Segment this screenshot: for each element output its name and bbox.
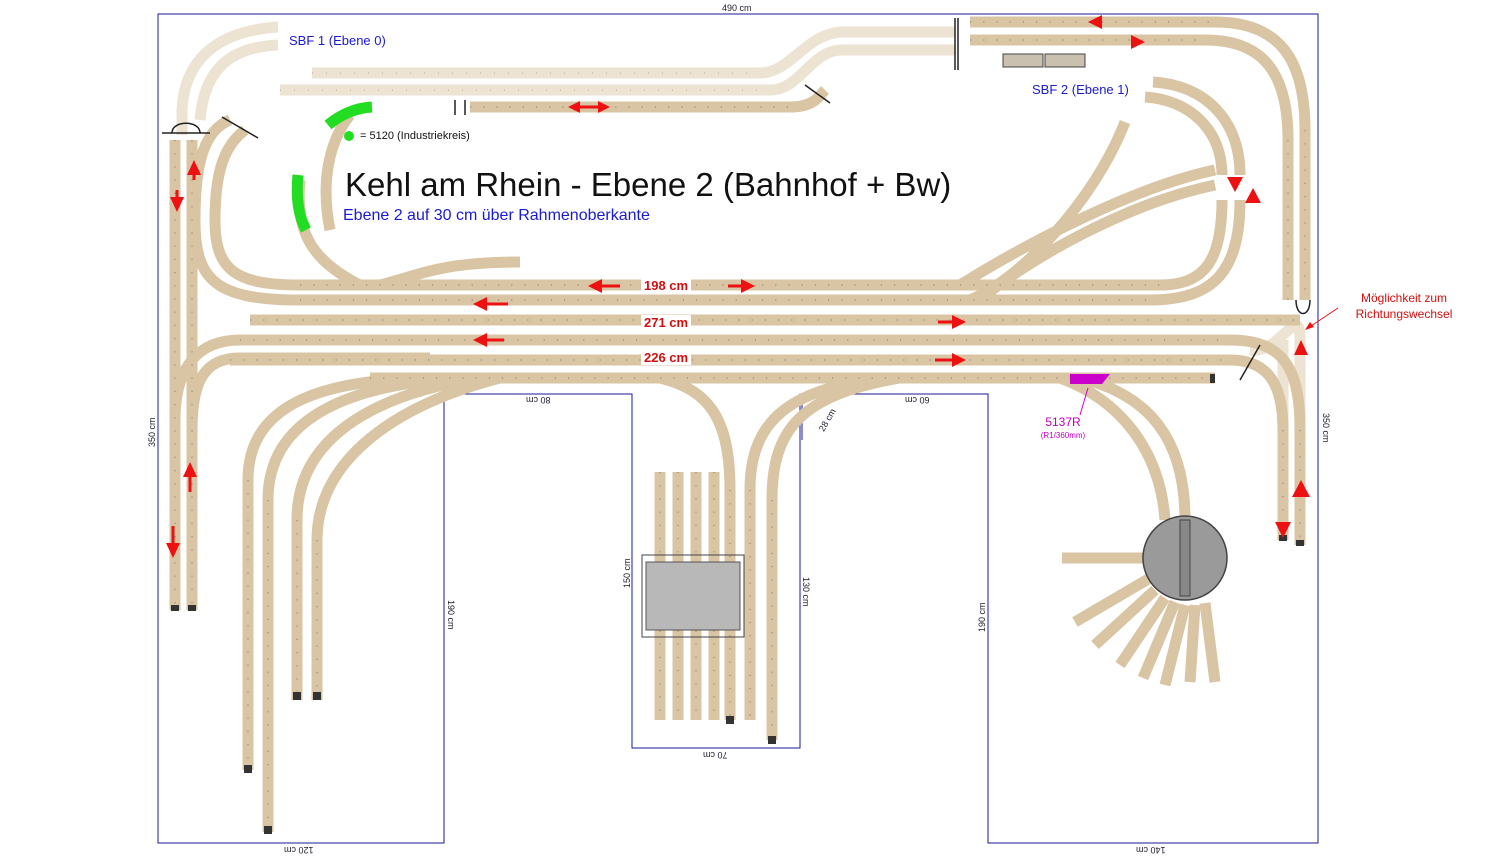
dim-bottom-left: 120 cm: [284, 845, 314, 855]
arrow-left-340: [473, 333, 504, 347]
turntable: [1142, 515, 1228, 601]
turnout-detail: (R1/360mm): [1040, 431, 1086, 440]
arrow-right-198: [728, 279, 755, 293]
arrow-down-right-bottom: [1275, 522, 1291, 538]
note-line-1: Möglichkeit zum: [1360, 291, 1448, 305]
arrow-up-right-edge: [1294, 340, 1308, 355]
industry-legend-dot: [344, 131, 354, 141]
dim-inner-130: 130 cm: [801, 577, 811, 607]
dim-inner-190-right: 190 cm: [977, 602, 987, 632]
turnout-code: 5137R: [1045, 415, 1081, 429]
bumper-markers: [162, 18, 1311, 381]
dim-right: 350 cm: [1321, 413, 1331, 443]
arrow-right-320: [938, 315, 966, 329]
arrow-up-left-bottom: [183, 462, 197, 492]
dim-top: 490 cm: [722, 3, 752, 13]
arrow-right-sbf2: [1131, 35, 1145, 49]
dim-inner-70: 70 cm: [703, 750, 728, 760]
note-line-2: Richtungswechsel: [1355, 307, 1453, 321]
page-subtitle: Ebene 2 auf 30 cm über Rahmenoberkante: [343, 207, 650, 224]
arrow-left-198: [588, 279, 620, 293]
dim-inner-80: 80 cm: [526, 395, 551, 405]
arrow-bidir-top: [568, 101, 610, 113]
arrow-down-left-bottom: [166, 526, 180, 558]
dim-inner-60: 60 cm: [905, 395, 930, 405]
direction-arrows: [166, 15, 1339, 558]
length-271: 271 cm: [641, 315, 692, 330]
label-sbf2: SBF 2 (Ebene 1): [1032, 82, 1129, 97]
label-sbf1: SBF 1 (Ebene 0): [289, 33, 386, 48]
turnout-5137r: [1070, 374, 1110, 416]
arrow-up-left-top: [187, 160, 201, 180]
industry-track-5120: [291, 101, 373, 233]
arrow-up-right-bottom: [1292, 480, 1310, 497]
label-industry: = 5120 (Industriekreis): [360, 130, 470, 142]
dim-inner-150: 150 cm: [622, 558, 632, 588]
arrow-right-360: [935, 353, 966, 367]
turnout-label: 5137R (R1/360mm): [1030, 416, 1096, 442]
length-226: 226 cm: [641, 350, 692, 365]
dim-bottom-right: 140 cm: [1136, 845, 1166, 855]
arrow-down-right-loop: [1227, 177, 1243, 192]
dim-left: 350 cm: [147, 417, 157, 447]
parked-wagons: [1002, 53, 1086, 68]
transfer-table: [641, 554, 745, 638]
arrow-up-right-loop: [1245, 188, 1261, 203]
arrow-down-left-top: [170, 190, 184, 212]
direction-change-note: Möglichkeit zum Richtungswechsel: [1334, 290, 1474, 322]
length-198: 198 cm: [641, 278, 692, 293]
arrow-left-300: [473, 297, 508, 311]
page-title: Kehl am Rhein - Ebene 2 (Bahnhof + Bw): [345, 166, 952, 203]
tracks: [169, 16, 1311, 834]
dim-inner-190-left: 190 cm: [446, 600, 456, 630]
arrow-left-sbf2-top: [1088, 15, 1102, 29]
